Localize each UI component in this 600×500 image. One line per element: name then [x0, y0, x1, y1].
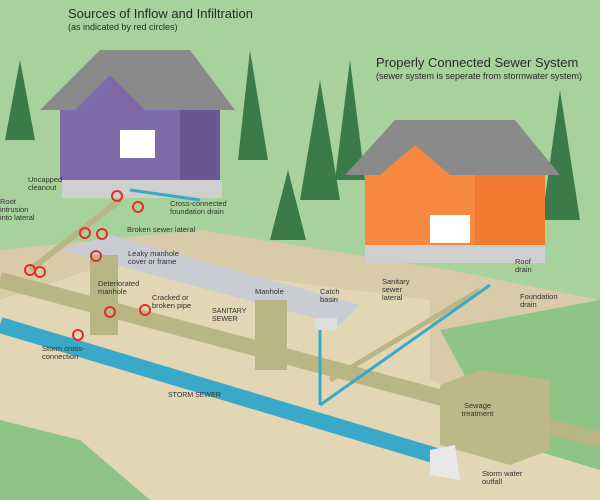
- manhole: [255, 300, 287, 370]
- label-catch-basin: Catch basin: [320, 287, 340, 304]
- left-house: [40, 50, 235, 198]
- label-deteriorated-manhole: Deteriorated manhole: [98, 279, 140, 296]
- sewage-treatment-box: [440, 370, 550, 465]
- label-outfall: Storm water outfall: [482, 469, 523, 486]
- problem-markers: [24, 190, 151, 341]
- label-foundation-drain: Foundation drain: [520, 292, 558, 309]
- trees: [5, 50, 580, 240]
- label-uncapped-cleanout: Uncapped cleanout: [28, 175, 63, 192]
- outfall: [430, 445, 460, 480]
- right-house: [345, 120, 560, 263]
- label-storm-sewer: STORM SEWER: [168, 392, 221, 399]
- storm-sewer-pipe: [0, 317, 453, 468]
- deteriorated-manhole: [90, 255, 118, 335]
- label-cross-connected: Cross-connected foundation drain: [170, 199, 227, 216]
- label-broken-lateral: Broken sewer lateral: [127, 225, 196, 234]
- catch-basin: [315, 318, 337, 330]
- label-root-intrusion: Root intrusion into lateral: [0, 197, 35, 222]
- label-leaky-manhole: Leaky manhole cover or frame: [128, 249, 179, 266]
- right-title: Properly Connected Sewer System: [376, 55, 579, 70]
- label-manhole: Manhole: [255, 287, 284, 296]
- label-storm-cross-connection: Storm cross-connection: [42, 344, 85, 361]
- left-subtitle: (as indicated by red circles): [68, 22, 178, 32]
- label-sewage-treatment: Sewage treatment: [461, 401, 494, 418]
- label-sanitary-sewer: SANITARY SEWER: [212, 308, 247, 323]
- label-roof-drain: Roof drain: [515, 257, 532, 274]
- label-sanitary-lateral: Sanitary sewer lateral: [382, 277, 410, 302]
- left-title: Sources of Inflow and Infiltration: [68, 6, 253, 21]
- label-cracked-pipe: Cracked or broken pipe: [152, 293, 192, 310]
- right-subtitle: (sewer system is seperate from stormwate…: [376, 71, 583, 81]
